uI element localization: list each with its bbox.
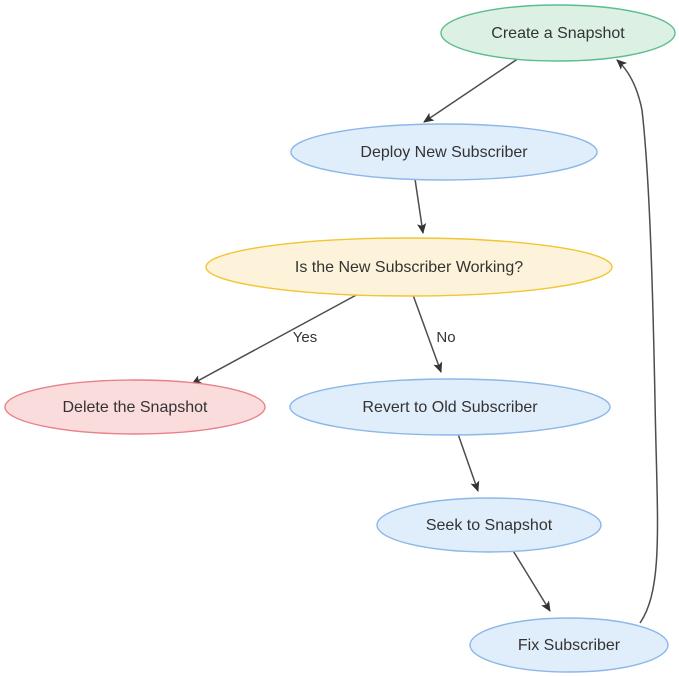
edge-path [414,178,427,235]
node-shape-ellipse[interactable] [376,497,602,553]
edge-decision-to-delete [191,292,361,385]
node-fix-subscriber[interactable]: Fix Subscriber [469,617,669,673]
node-deploy-new-subscriber[interactable]: Deploy New Subscriber [290,123,598,181]
node-is-new-subscriber-working[interactable]: Is the New Subscriber Working? [205,237,613,297]
edge-seek-to-fix [511,548,551,612]
node-shape-ellipse[interactable] [290,123,598,181]
node-shape-ellipse[interactable] [4,379,266,435]
edge-deploy-to-decision [414,178,427,235]
edge-label-no: No [436,329,455,346]
edge-path [423,57,520,123]
edge-create-to-deploy [423,57,520,123]
node-create-snapshot[interactable]: Create a Snapshot [440,4,676,62]
node-seek-to-snapshot[interactable]: Seek to Snapshot [376,497,602,553]
edge-path [412,294,443,373]
edge-fix-to-create [616,59,659,624]
node-shape-ellipse[interactable] [469,617,669,673]
edge-path [511,548,551,612]
edge-layer [191,57,659,624]
edge-path [191,292,361,385]
edge-revert-to-seek [457,433,480,492]
edge-path [457,433,480,492]
node-layer: Create a Snapshot Deploy New Subscriber … [4,4,676,673]
edge-path [616,59,659,624]
edge-label-yes: Yes [293,329,317,346]
node-shape-ellipse[interactable] [440,4,676,62]
edge-decision-to-revert [412,294,443,373]
node-delete-the-snapshot[interactable]: Delete the Snapshot [4,379,266,435]
node-shape-ellipse[interactable] [289,378,611,436]
node-shape-ellipse[interactable] [205,237,613,297]
node-revert-to-old-subscriber[interactable]: Revert to Old Subscriber [289,378,611,436]
